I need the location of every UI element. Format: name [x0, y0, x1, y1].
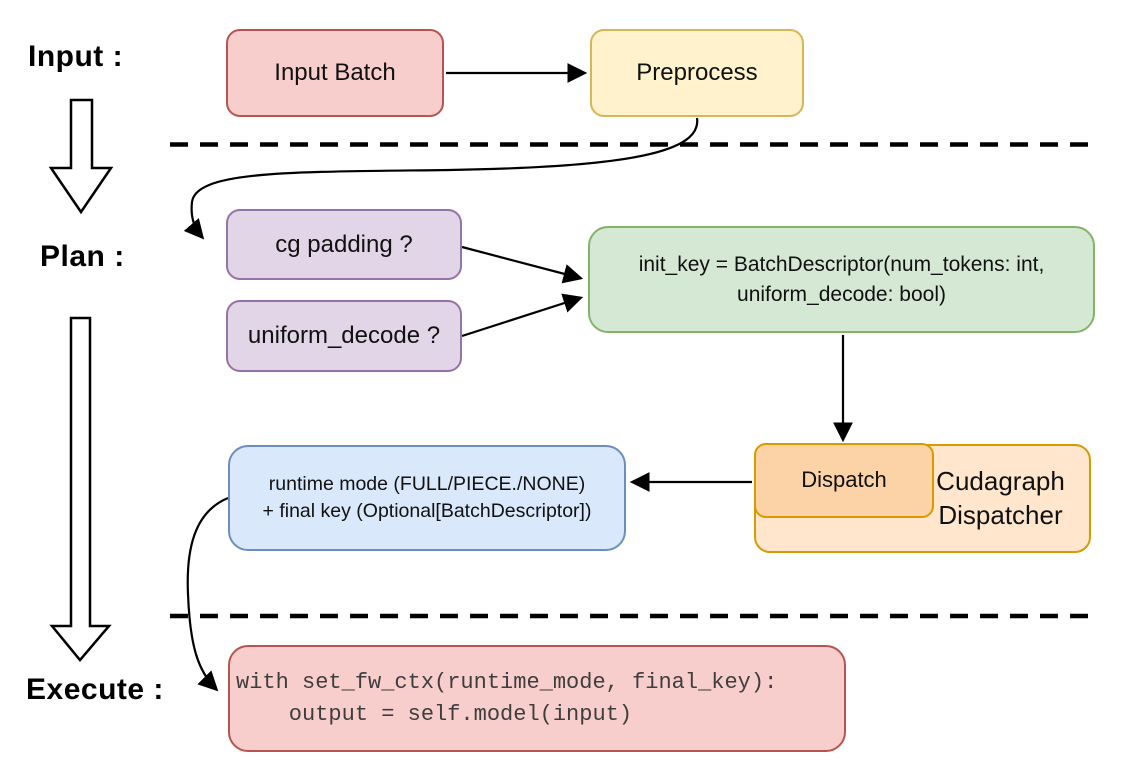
init-key-node: init_key = BatchDescriptor(num_tokens: i…	[588, 226, 1095, 333]
cg-padding-label: cg padding ?	[275, 230, 413, 258]
stage-label-execute: Execute :	[26, 673, 164, 706]
preprocess-node: Preprocess	[590, 29, 804, 117]
execute-code-line2: output = self.model(input)	[236, 701, 633, 727]
stage-label-plan: Plan :	[40, 240, 125, 273]
cudagraph-dispatcher-label: Cudagraph Dispatcher	[918, 465, 1083, 533]
execute-code-line1: with set_fw_ctx(runtime_mode, final_key)…	[236, 669, 778, 695]
flow-down-long-arrow-icon	[49, 316, 112, 662]
runtime-mode-line1: runtime mode (FULL/PIECE./NONE)	[268, 472, 586, 495]
preprocess-label: Preprocess	[636, 59, 758, 87]
stage-label-input: Input :	[28, 40, 124, 73]
input-batch-label: Input Batch	[274, 59, 396, 87]
init-key-line1: init_key = BatchDescriptor(num_tokens: i…	[638, 253, 1045, 277]
arrow-cg-padding-to-init-key	[461, 245, 584, 284]
cudagraph-dispatcher-line1: Cudagraph	[936, 465, 1065, 496]
dispatch-label: Dispatch	[801, 467, 887, 493]
flow-down-arrow-icon	[48, 98, 114, 215]
curve-preprocess-to-cg-padding	[183, 117, 699, 240]
arrow-uniform-decode-to-init-key	[461, 293, 584, 338]
dispatch-node: Dispatch	[754, 443, 934, 518]
uniform-decode-node: uniform_decode ?	[226, 300, 462, 372]
curve-runtime-to-execute-code	[186, 496, 229, 692]
init-key-line2: uniform_decode: bool)	[737, 282, 946, 306]
cg-padding-node: cg padding ?	[226, 209, 462, 280]
runtime-mode-line2: + final key (Optional[BatchDescriptor])	[262, 500, 592, 522]
runtime-mode-node: runtime mode (FULL/PIECE./NONE) + final …	[228, 445, 626, 551]
uniform-decode-label: uniform_decode ?	[247, 322, 441, 350]
execute-code-node: with set_fw_ctx(runtime_mode, final_key)…	[228, 645, 846, 752]
input-batch-node: Input Batch	[226, 29, 444, 117]
cudagraph-dispatcher-line2: Dispatcher	[938, 499, 1063, 530]
